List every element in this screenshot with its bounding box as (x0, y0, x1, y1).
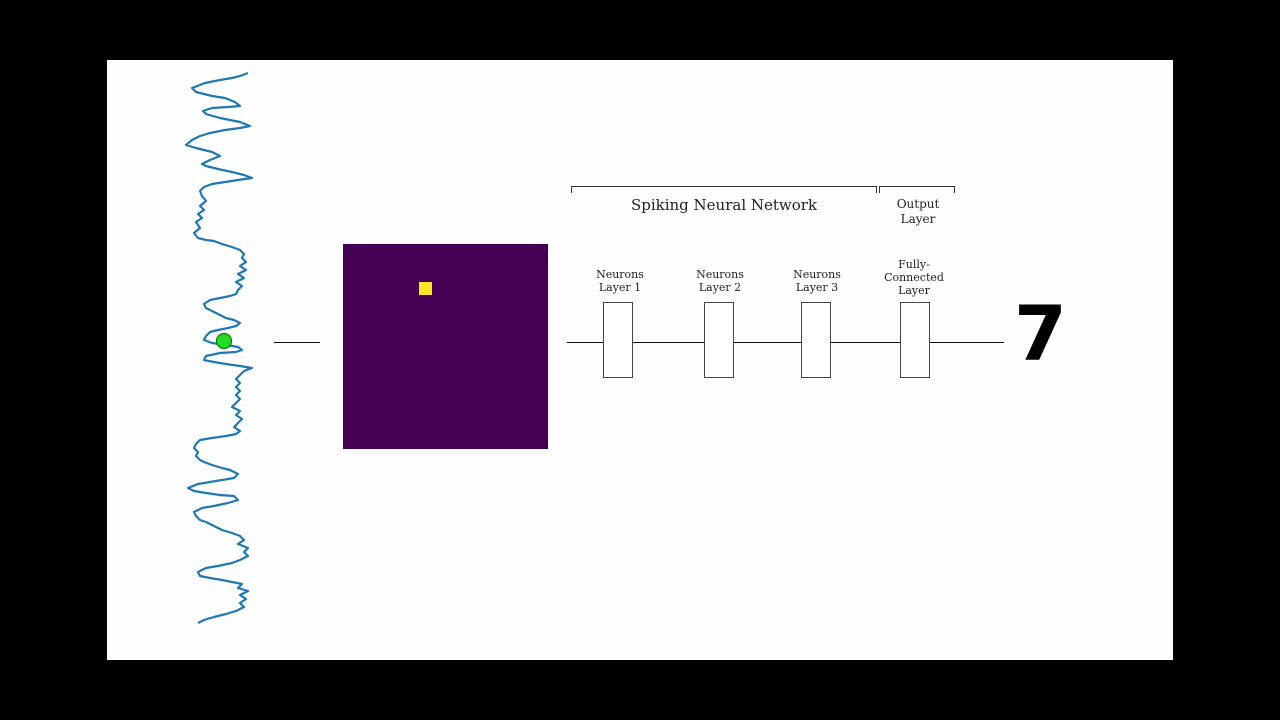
layer-2-box (704, 302, 734, 378)
signal-to-matrix-connector (274, 342, 320, 343)
layer-2-label: Neurons Layer 2 (696, 268, 744, 294)
layer-3-label: Neurons Layer 3 (793, 268, 841, 294)
active-spike-pixel (419, 282, 432, 295)
layer-3-box (801, 302, 831, 378)
output-layer-title: Output Layer (896, 197, 940, 226)
prediction-output: 7 (1014, 289, 1067, 378)
snn-title: Spiking Neural Network (630, 196, 818, 214)
fc-layer-label: Fully-Connected Layer (884, 258, 944, 297)
network-flow-line (567, 342, 1004, 343)
snn-bracket (571, 186, 877, 193)
layer-1-label: Neurons Layer 1 (596, 268, 644, 294)
layer-1-box (603, 302, 633, 378)
fc-layer-box (900, 302, 930, 378)
spike-raster-matrix (343, 244, 548, 449)
current-sample-marker (215, 332, 233, 350)
output-layer-bracket (879, 186, 955, 193)
diagram-canvas (107, 60, 1173, 660)
